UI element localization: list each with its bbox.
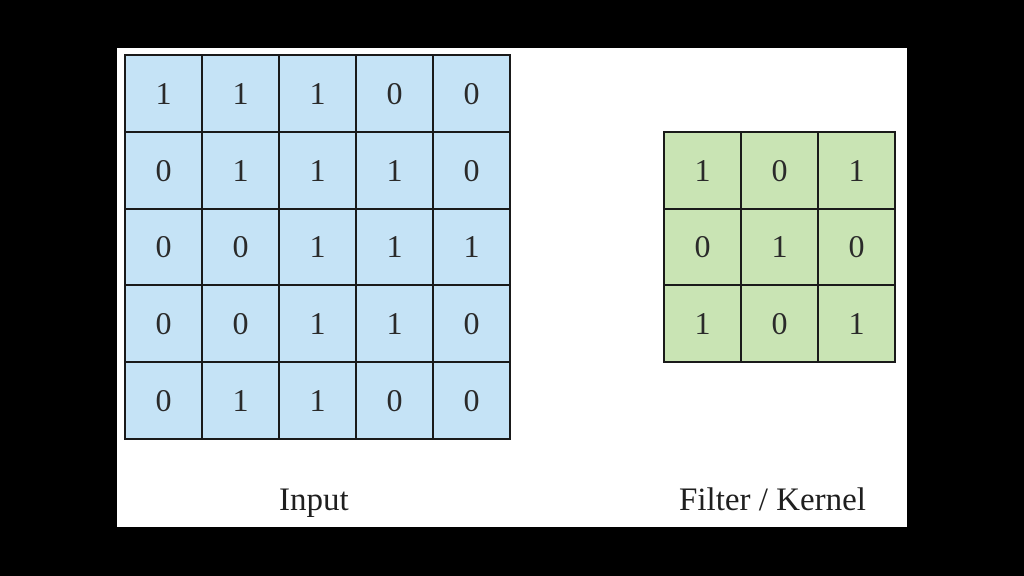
kernel-cell: 1	[819, 133, 896, 210]
input-cell: 0	[203, 286, 280, 364]
input-cell: 1	[434, 209, 511, 287]
input-cell: 1	[357, 286, 434, 364]
input-cell: 1	[203, 56, 280, 133]
input-caption: Input	[279, 482, 349, 518]
kernel-cell: 0	[819, 209, 896, 287]
input-cell: 0	[434, 363, 511, 440]
input-cell: 0	[126, 132, 203, 210]
input-cell: 1	[357, 209, 434, 287]
kernel-caption: Filter / Kernel	[679, 482, 866, 518]
kernel-cell: 1	[742, 209, 819, 287]
input-cell: 1	[280, 132, 357, 210]
kernel-cell: 0	[665, 209, 742, 287]
input-cell: 0	[126, 363, 203, 440]
input-cell: 0	[357, 363, 434, 440]
kernel-cell: 0	[742, 286, 819, 363]
input-cell: 1	[203, 132, 280, 210]
input-cell: 0	[434, 56, 511, 133]
input-cell: 1	[126, 56, 203, 133]
input-cell: 1	[280, 363, 357, 440]
input-cell: 1	[357, 132, 434, 210]
kernel-cell: 1	[819, 286, 896, 363]
input-cell: 1	[203, 363, 280, 440]
input-cell: 0	[357, 56, 434, 133]
input-cell: 0	[203, 209, 280, 287]
input-cell: 1	[280, 286, 357, 364]
input-cell: 0	[126, 286, 203, 364]
kernel-cell: 1	[665, 133, 742, 210]
input-cell: 1	[280, 56, 357, 133]
input-cell: 0	[434, 132, 511, 210]
kernel-cell: 0	[742, 133, 819, 210]
input-cell: 0	[434, 286, 511, 364]
input-cell: 0	[126, 209, 203, 287]
kernel-cell: 1	[665, 286, 742, 363]
input-cell: 1	[280, 209, 357, 287]
